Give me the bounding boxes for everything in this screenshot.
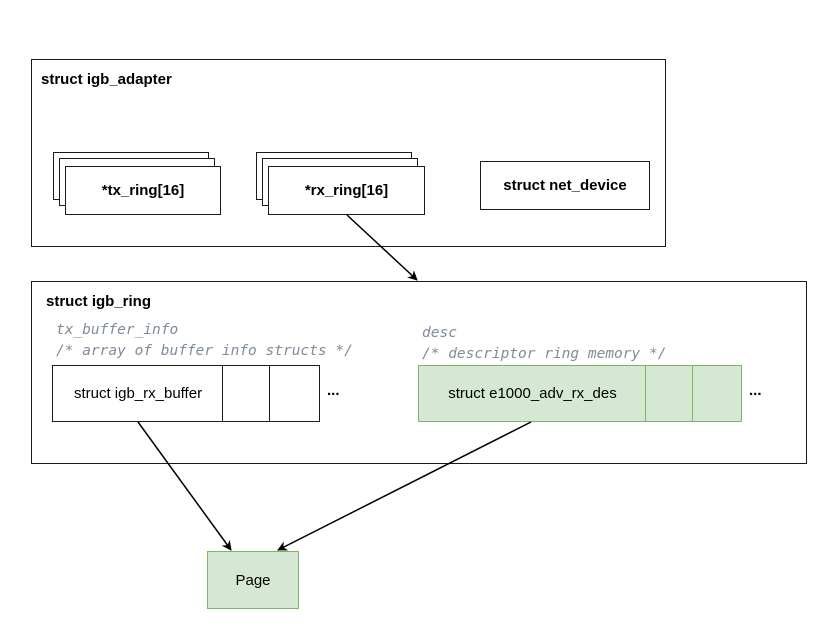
net-device-box: struct net_device [480,161,650,210]
igb-rx-buffer-cell: struct igb_rx_buffer [52,365,224,422]
desc-cell-2 [645,365,694,422]
igb-ring-title: struct igb_ring [46,293,152,310]
desc-ellipsis: ... [749,382,762,399]
buffer-info-field-name: tx_buffer_info [56,322,179,338]
buffer-ellipsis: ... [327,382,340,399]
buffer-cell-2 [222,365,271,422]
tx-ring-box: *tx_ring[16] [65,166,221,215]
desc-comment: desc /* descriptor ring memory */ [422,323,666,365]
desc-cell-3 [692,365,742,422]
e1000-adv-rx-desc-cell: struct e1000_adv_rx_des [418,365,647,422]
buffer-info-description: /* array of buffer info structs */ [56,343,353,359]
igb-adapter-title: struct igb_adapter [41,71,172,88]
buffer-info-comment: tx_buffer_info /* array of buffer info s… [56,320,353,362]
desc-description: /* descriptor ring memory */ [422,346,667,362]
page-box: Page [207,551,299,609]
buffer-cell-3 [269,365,320,422]
rx-ring-box: *rx_ring[16] [268,166,425,215]
desc-field-name: desc [422,325,457,341]
